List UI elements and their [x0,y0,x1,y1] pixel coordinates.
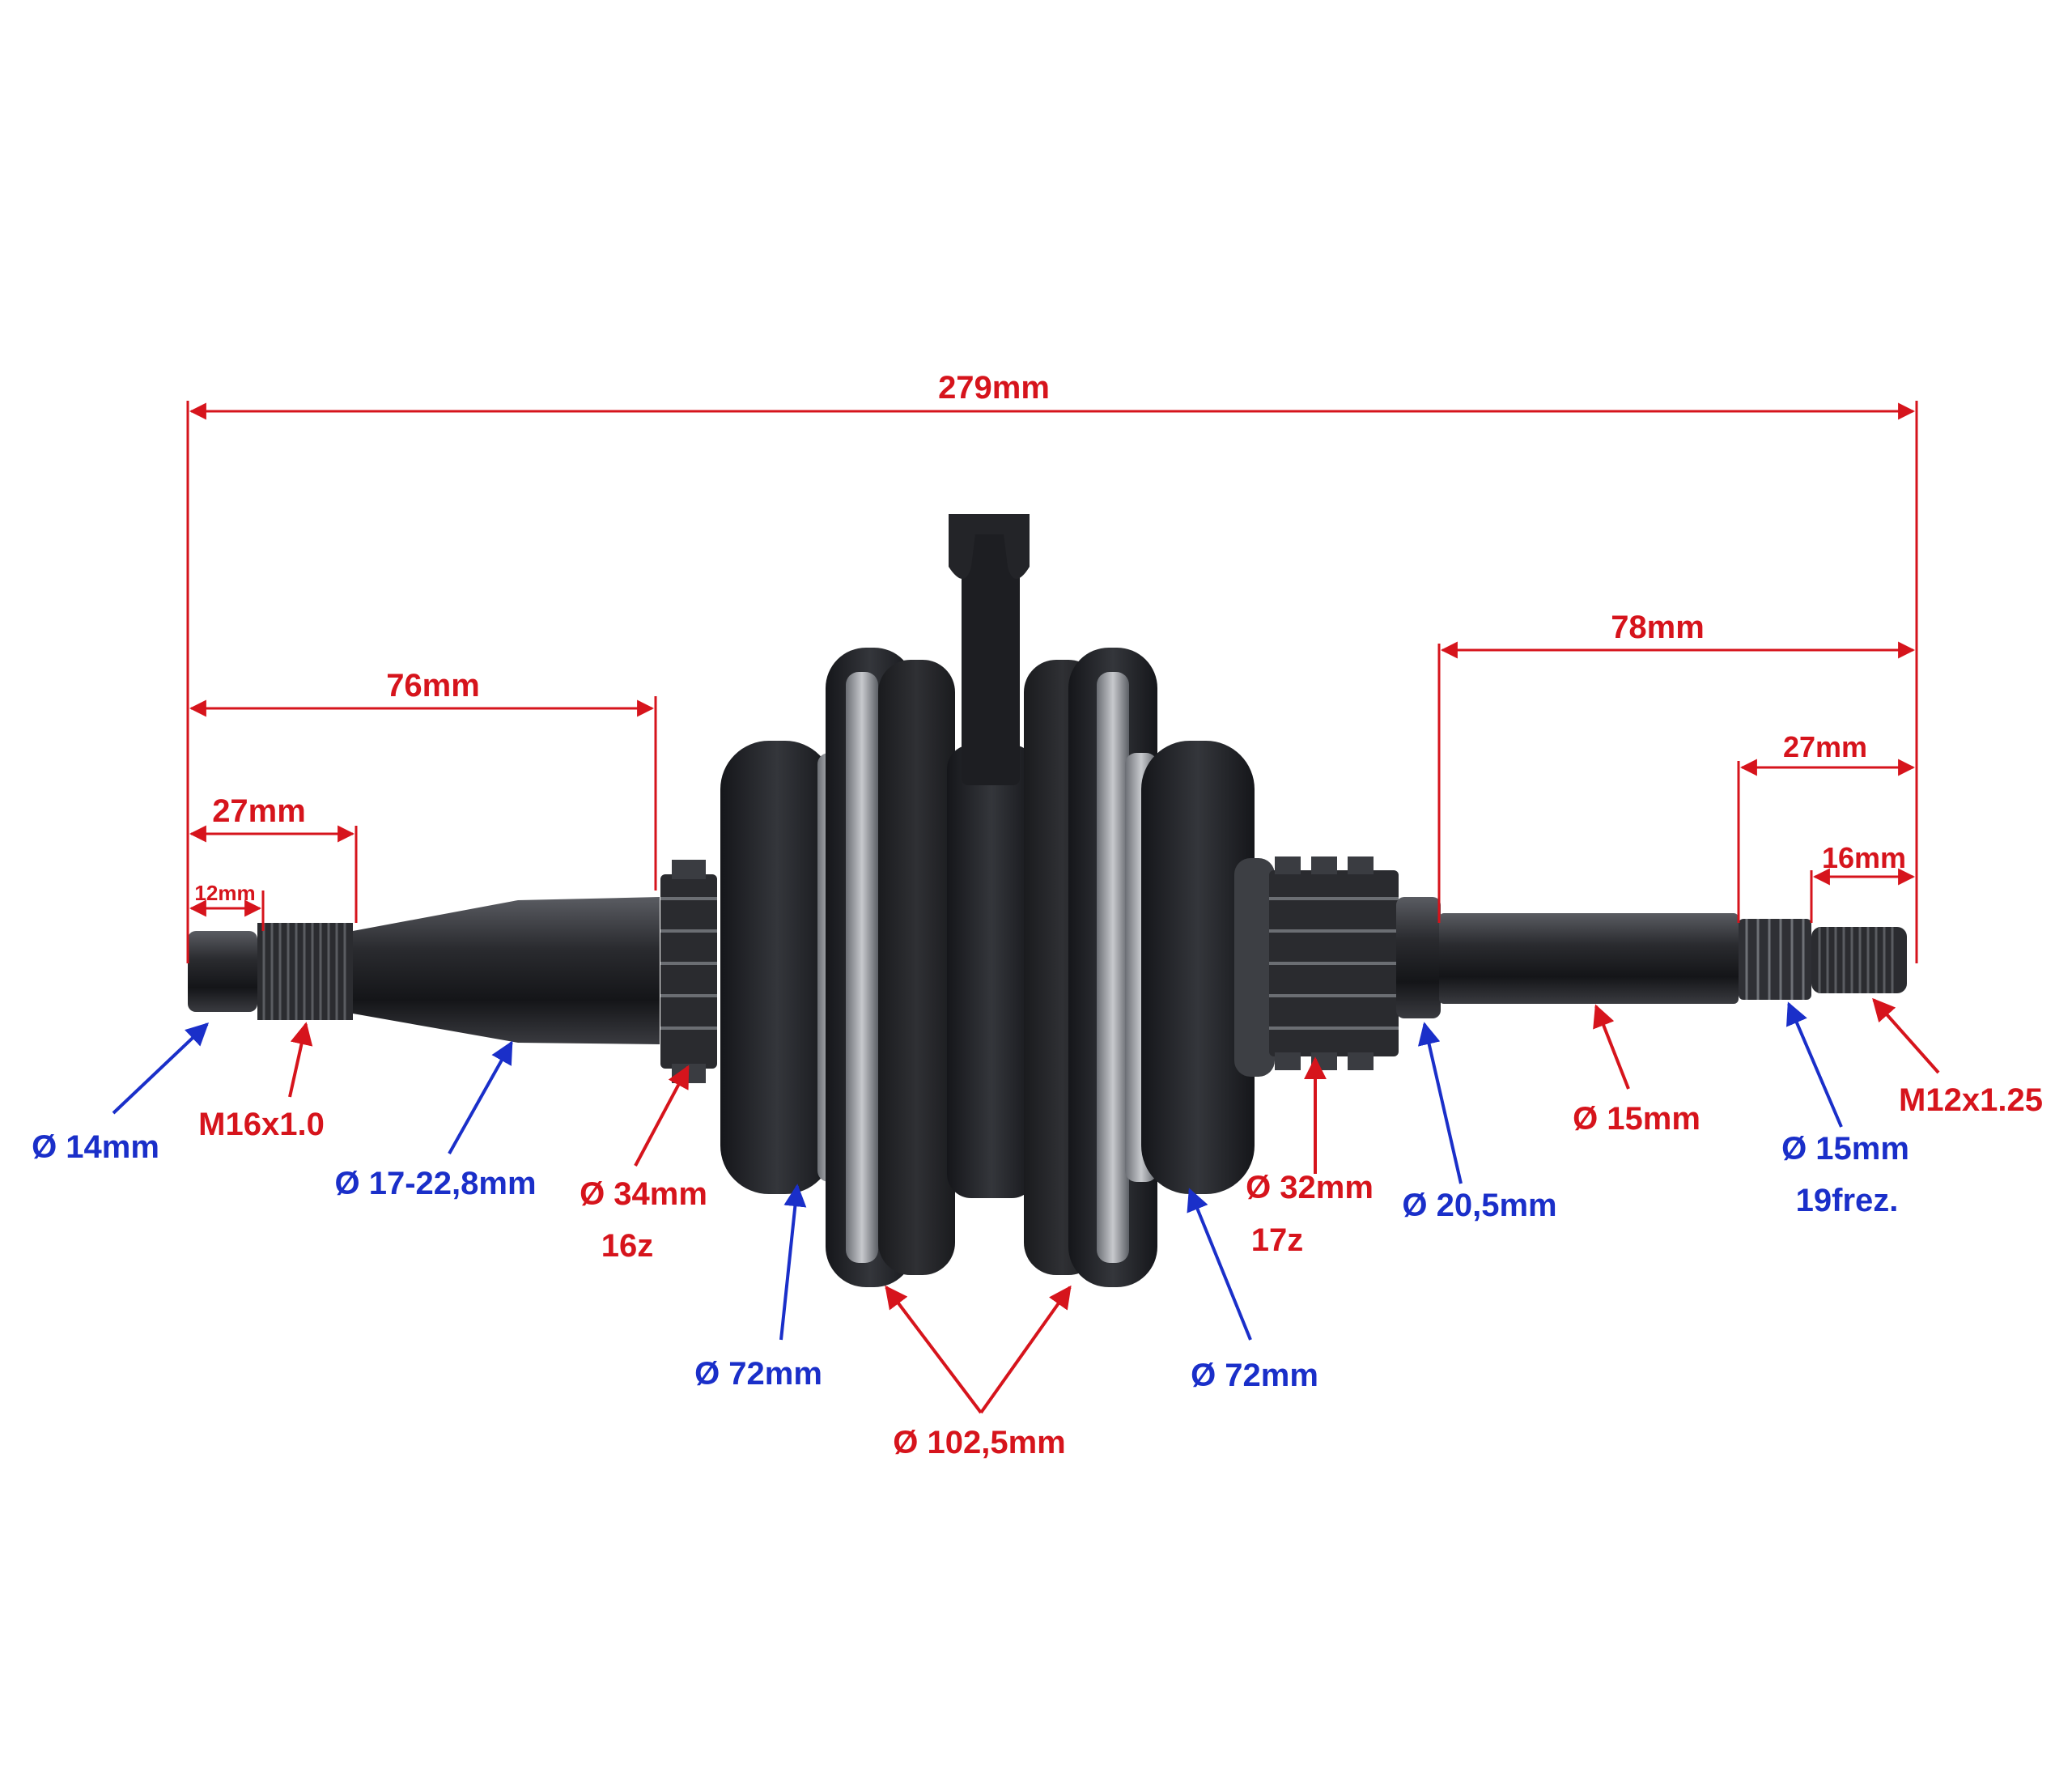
dimension-lines [186,401,1918,963]
label-right-16: 16mm [1822,841,1906,874]
crank-pin [947,745,1036,1198]
arrow-m12 [1872,997,1940,1074]
right-sprockets [1269,856,1399,1070]
left-thread [257,923,353,1020]
arrow-d1025-right [979,1285,1072,1414]
callout-arrows [112,997,1940,1414]
arrow-d72-left [779,1184,807,1341]
label-d15a: Ø 15mm [1573,1101,1700,1137]
arrow-d34 [634,1065,690,1167]
left-flywheel [826,648,955,1287]
arrow-d15a [1593,1004,1630,1090]
label-right-27: 27mm [1783,730,1867,763]
right-bearing [1125,741,1255,1194]
arrow-d17 [448,1040,513,1154]
label-z17: 17z [1251,1222,1304,1258]
arrow-d72-right [1187,1188,1252,1341]
label-m12: M12x1.25 [1899,1082,2043,1118]
label-z16: 16z [601,1228,654,1264]
label-d1025: Ø 102,5mm [893,1425,1065,1460]
crankshaft-illustration [188,514,1907,1287]
left-shaft-end [188,931,257,1012]
dimension-texts: 279mm 76mm 27mm 12mm 78mm 27mm 16mm [194,370,1906,905]
label-right-78: 78mm [1611,610,1705,645]
label-m16: M16x1.0 [198,1107,325,1142]
label-left-27: 27mm [212,793,306,829]
label-d205: Ø 20,5mm [1402,1188,1556,1223]
label-left-12: 12mm [194,881,255,905]
label-overall-length: 279mm [938,370,1050,406]
label-frez: 19frez. [1796,1183,1899,1218]
label-d15b: Ø 15mm [1781,1131,1909,1167]
right-shaft-step [1396,897,1441,1018]
right-long-shaft [1439,913,1739,1004]
label-d17: Ø 17-22,8mm [334,1166,536,1201]
callout-labels: Ø 14mm M16x1.0 Ø 17-22,8mm Ø 34mm 16z Ø … [32,1082,2043,1460]
arrow-d15b [1786,1001,1843,1128]
right-thread [1811,927,1907,993]
arrow-d14 [112,1022,210,1115]
arrow-d1025-left [885,1285,983,1414]
arrow-m16 [288,1022,313,1098]
right-collar [1234,858,1275,1077]
arrow-d205 [1417,1022,1463,1184]
left-sprocket [660,860,717,1083]
label-left-76: 76mm [386,668,480,703]
label-d34: Ø 34mm [580,1176,707,1212]
label-d72-left: Ø 72mm [694,1356,822,1392]
label-d72-right: Ø 72mm [1191,1358,1318,1393]
label-d32: Ø 32mm [1246,1170,1374,1205]
left-tapered-shaft [353,897,660,1044]
connecting-rod [949,514,1030,785]
label-d14: Ø 14mm [32,1129,159,1165]
right-splines [1739,919,1811,1000]
